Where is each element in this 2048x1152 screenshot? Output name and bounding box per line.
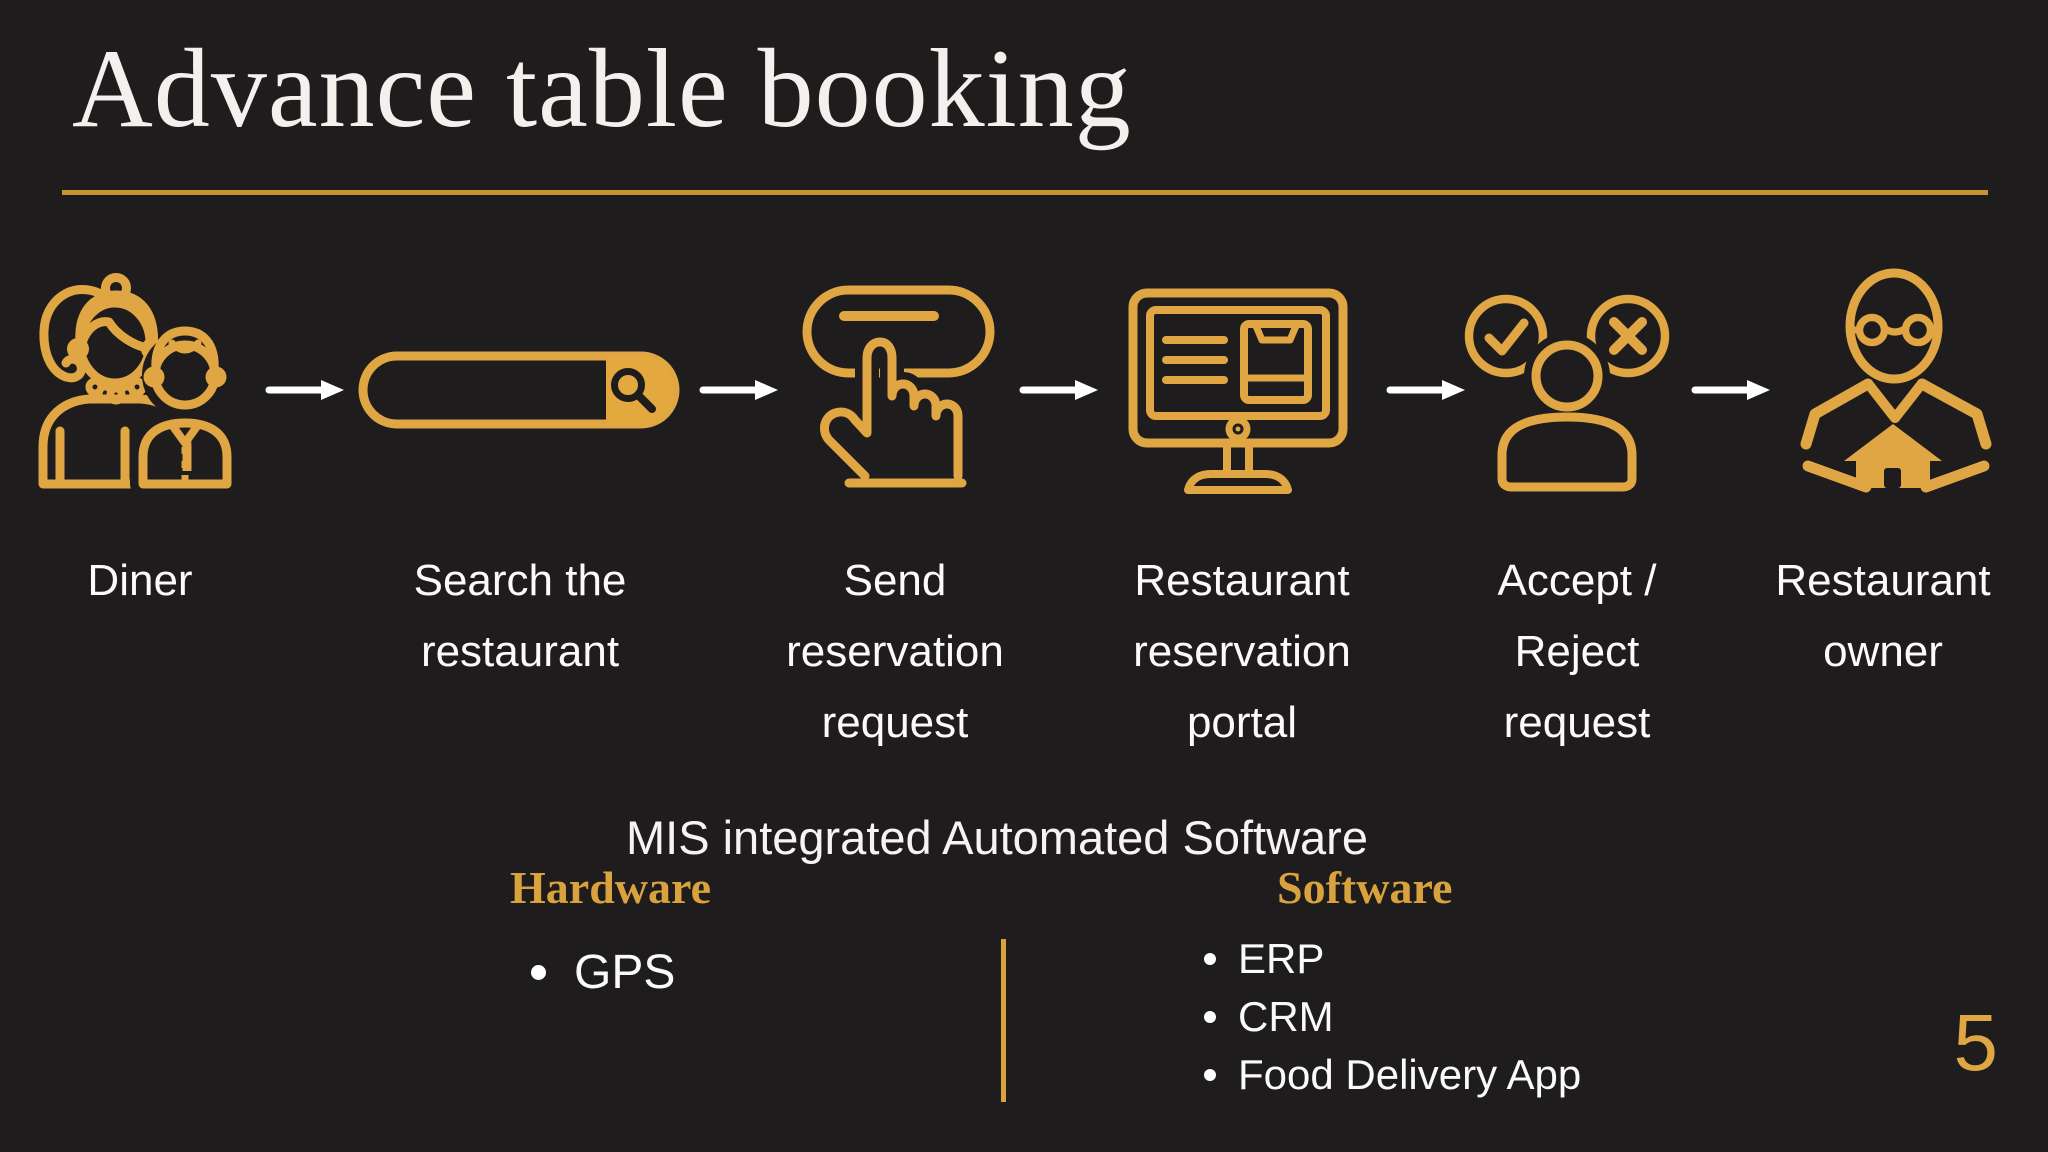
slide-title: Advance table booking bbox=[72, 27, 1132, 151]
software-list-item: CRM bbox=[1204, 988, 1581, 1046]
search-bar-icon bbox=[358, 351, 680, 429]
step-label-accept-reject-request: Accept / Reject request bbox=[1497, 556, 1657, 747]
tap-button-icon bbox=[802, 285, 995, 488]
software-title: Software bbox=[1277, 862, 1453, 913]
software-list-item: ERP bbox=[1204, 930, 1581, 988]
flow-arrow-icon bbox=[699, 380, 778, 400]
step-label-restaurant-owner: Restaurant owner bbox=[1775, 556, 1991, 676]
house-icon bbox=[1844, 424, 1942, 488]
glasses-icon bbox=[1847, 313, 1943, 347]
accept-reject-person-icon bbox=[1464, 294, 1670, 499]
vertical-divider bbox=[1001, 939, 1006, 1102]
mis-heading: MIS integrated Automated Software bbox=[626, 811, 1368, 864]
step-label-diner: Diner bbox=[87, 556, 193, 605]
bullet-dot bbox=[1204, 1011, 1216, 1023]
reservation-portal-monitor-icon bbox=[1128, 288, 1348, 494]
flow-arrow-icon bbox=[1386, 380, 1465, 400]
restaurant-owner-icon bbox=[1800, 268, 1992, 493]
flow-arrow-icon bbox=[1691, 380, 1770, 400]
hardware-list: GPS bbox=[531, 940, 675, 1004]
step-label-search-restaurant: Search the restaurant bbox=[413, 556, 627, 676]
search-magnifier-icon bbox=[611, 368, 656, 413]
diner-couple-icon bbox=[38, 273, 240, 497]
x-circle-icon bbox=[1586, 294, 1670, 378]
software-list-item: Food Delivery App bbox=[1204, 1046, 1581, 1104]
step-label-send-reservation-request: Send reservation request bbox=[786, 556, 1004, 747]
flow-arrow-icon bbox=[1019, 380, 1098, 400]
bullet-dot bbox=[1204, 953, 1216, 965]
hardware-title: Hardware bbox=[510, 862, 712, 913]
bullet-dot bbox=[531, 964, 546, 980]
software-list: ERP CRM Food Delivery App bbox=[1204, 930, 1581, 1104]
check-circle-icon bbox=[1464, 294, 1548, 378]
flow-arrow-icon bbox=[265, 380, 344, 400]
hardware-list-item: GPS bbox=[531, 940, 675, 1004]
bullet-dot bbox=[1204, 1069, 1216, 1081]
page-number: 5 bbox=[1953, 998, 1999, 1087]
step-label-restaurant-reservation-portal: Restaurant reservation portal bbox=[1133, 556, 1351, 747]
title-underline bbox=[62, 190, 1988, 195]
